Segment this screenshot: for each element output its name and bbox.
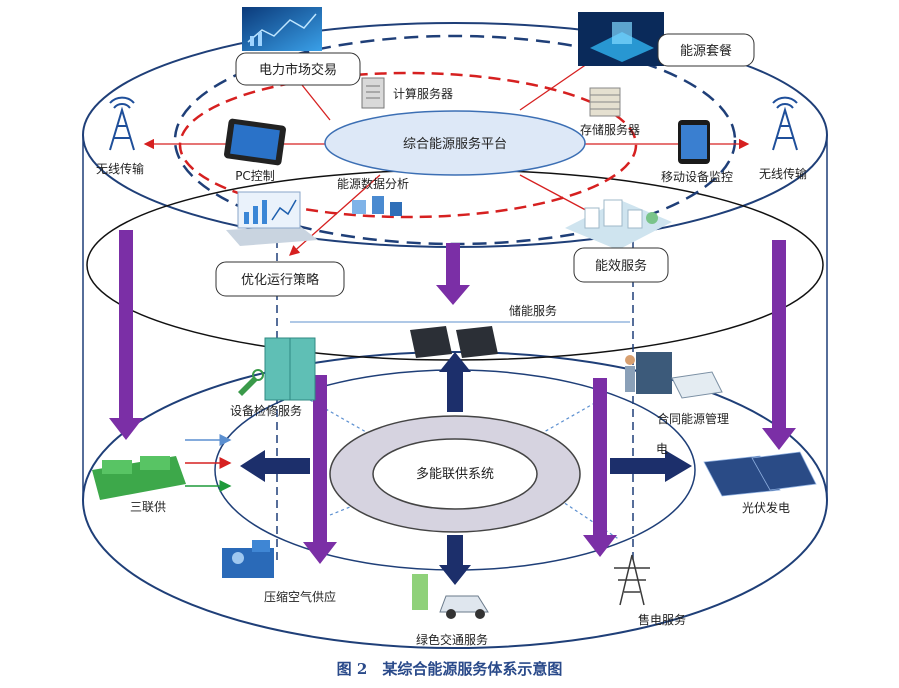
trigeneration-label: 三联供: [130, 500, 166, 514]
core-ring-inner: [372, 438, 538, 510]
arrow-left-trigeneration: [240, 450, 310, 482]
platform-ellipse: [324, 110, 586, 176]
compute-server-label: 计算服务器: [393, 86, 453, 101]
compressor-icon: [222, 540, 274, 578]
power-sales-label: 售电服务: [638, 612, 686, 627]
server-tower-icon: [361, 77, 385, 109]
svg-text:能效服务: 能效服务: [595, 258, 647, 274]
ipad-icon: [678, 120, 710, 164]
worker-server-icon: [625, 352, 723, 399]
purple-arrow-right-outer: [762, 240, 796, 450]
server-rack-icon: [589, 87, 621, 117]
power-market-box: 电力市场交易: [235, 52, 361, 86]
cabinet-icon: [264, 337, 316, 401]
svg-text:能源套餐: 能源套餐: [680, 43, 732, 59]
dashboard-laptop-icon: [226, 191, 318, 246]
radio-tower-icon: [109, 96, 135, 151]
purple-arrow-left-inner: [303, 375, 337, 564]
generator-icon: [92, 456, 186, 500]
storage-service-label: 储能服务: [509, 303, 557, 318]
wireless-right-label: 无线传输: [759, 166, 807, 181]
pv-label: 光伏发电: [742, 500, 790, 515]
platform-label: 综合能源服务平台: [403, 136, 507, 152]
pc-control-label: PC控制: [235, 169, 275, 183]
arrow-down-transport: [439, 535, 471, 585]
compressed-air-label: 压缩空气供应: [264, 589, 336, 604]
contract-energy-label: 合同能源管理: [657, 411, 729, 426]
radio-tower-icon: [772, 96, 798, 151]
battery-icon: [410, 326, 498, 358]
wrench-icon: [238, 369, 264, 396]
data-analysis-label: 能源数据分析: [337, 176, 409, 191]
optimize-strategy-box: 优化运行策略: [215, 261, 345, 297]
purple-arrow-right-inner: [583, 378, 617, 557]
building-grid-icon: [578, 12, 664, 66]
green-transport-label: 绿色交通服务: [416, 632, 488, 647]
figure-caption: 图 2 某综合能源服务体系示意图: [336, 660, 563, 678]
red-dashed-ring: [178, 71, 638, 219]
arrow-right-pv: [610, 450, 692, 482]
purple-arrow-left-outer: [109, 230, 143, 440]
mobile-monitor-label: 移动设备监控: [661, 170, 733, 184]
chart-screen-icon: [242, 7, 322, 51]
core-system-label: 多能联供系统: [416, 466, 494, 482]
svg-text:优化运行策略: 优化运行策略: [241, 272, 319, 288]
svg-text:电力市场交易: 电力市场交易: [259, 62, 337, 78]
maintenance-label: 设备检修服务: [230, 403, 302, 418]
electricity-label: 电: [656, 442, 668, 456]
data-analysis-icon: [352, 196, 402, 216]
ev-car-icon: [412, 574, 489, 619]
core-arrows: [240, 352, 692, 585]
purple-arrow-center: [436, 243, 470, 305]
city-blocks-icon: [565, 199, 672, 250]
storage-server-label: 存储服务器: [580, 122, 640, 137]
wireless-left-label: 无线传输: [96, 161, 144, 176]
tablet-icon: [224, 118, 286, 166]
transmission-tower-icon: [614, 554, 650, 606]
energy-package-box: 能源套餐: [657, 33, 755, 67]
efficiency-service-box: 能效服务: [573, 247, 669, 283]
purple-arrows: [109, 230, 796, 564]
solar-panel-icon: [703, 451, 817, 497]
arrow-up-storage: [439, 352, 471, 412]
